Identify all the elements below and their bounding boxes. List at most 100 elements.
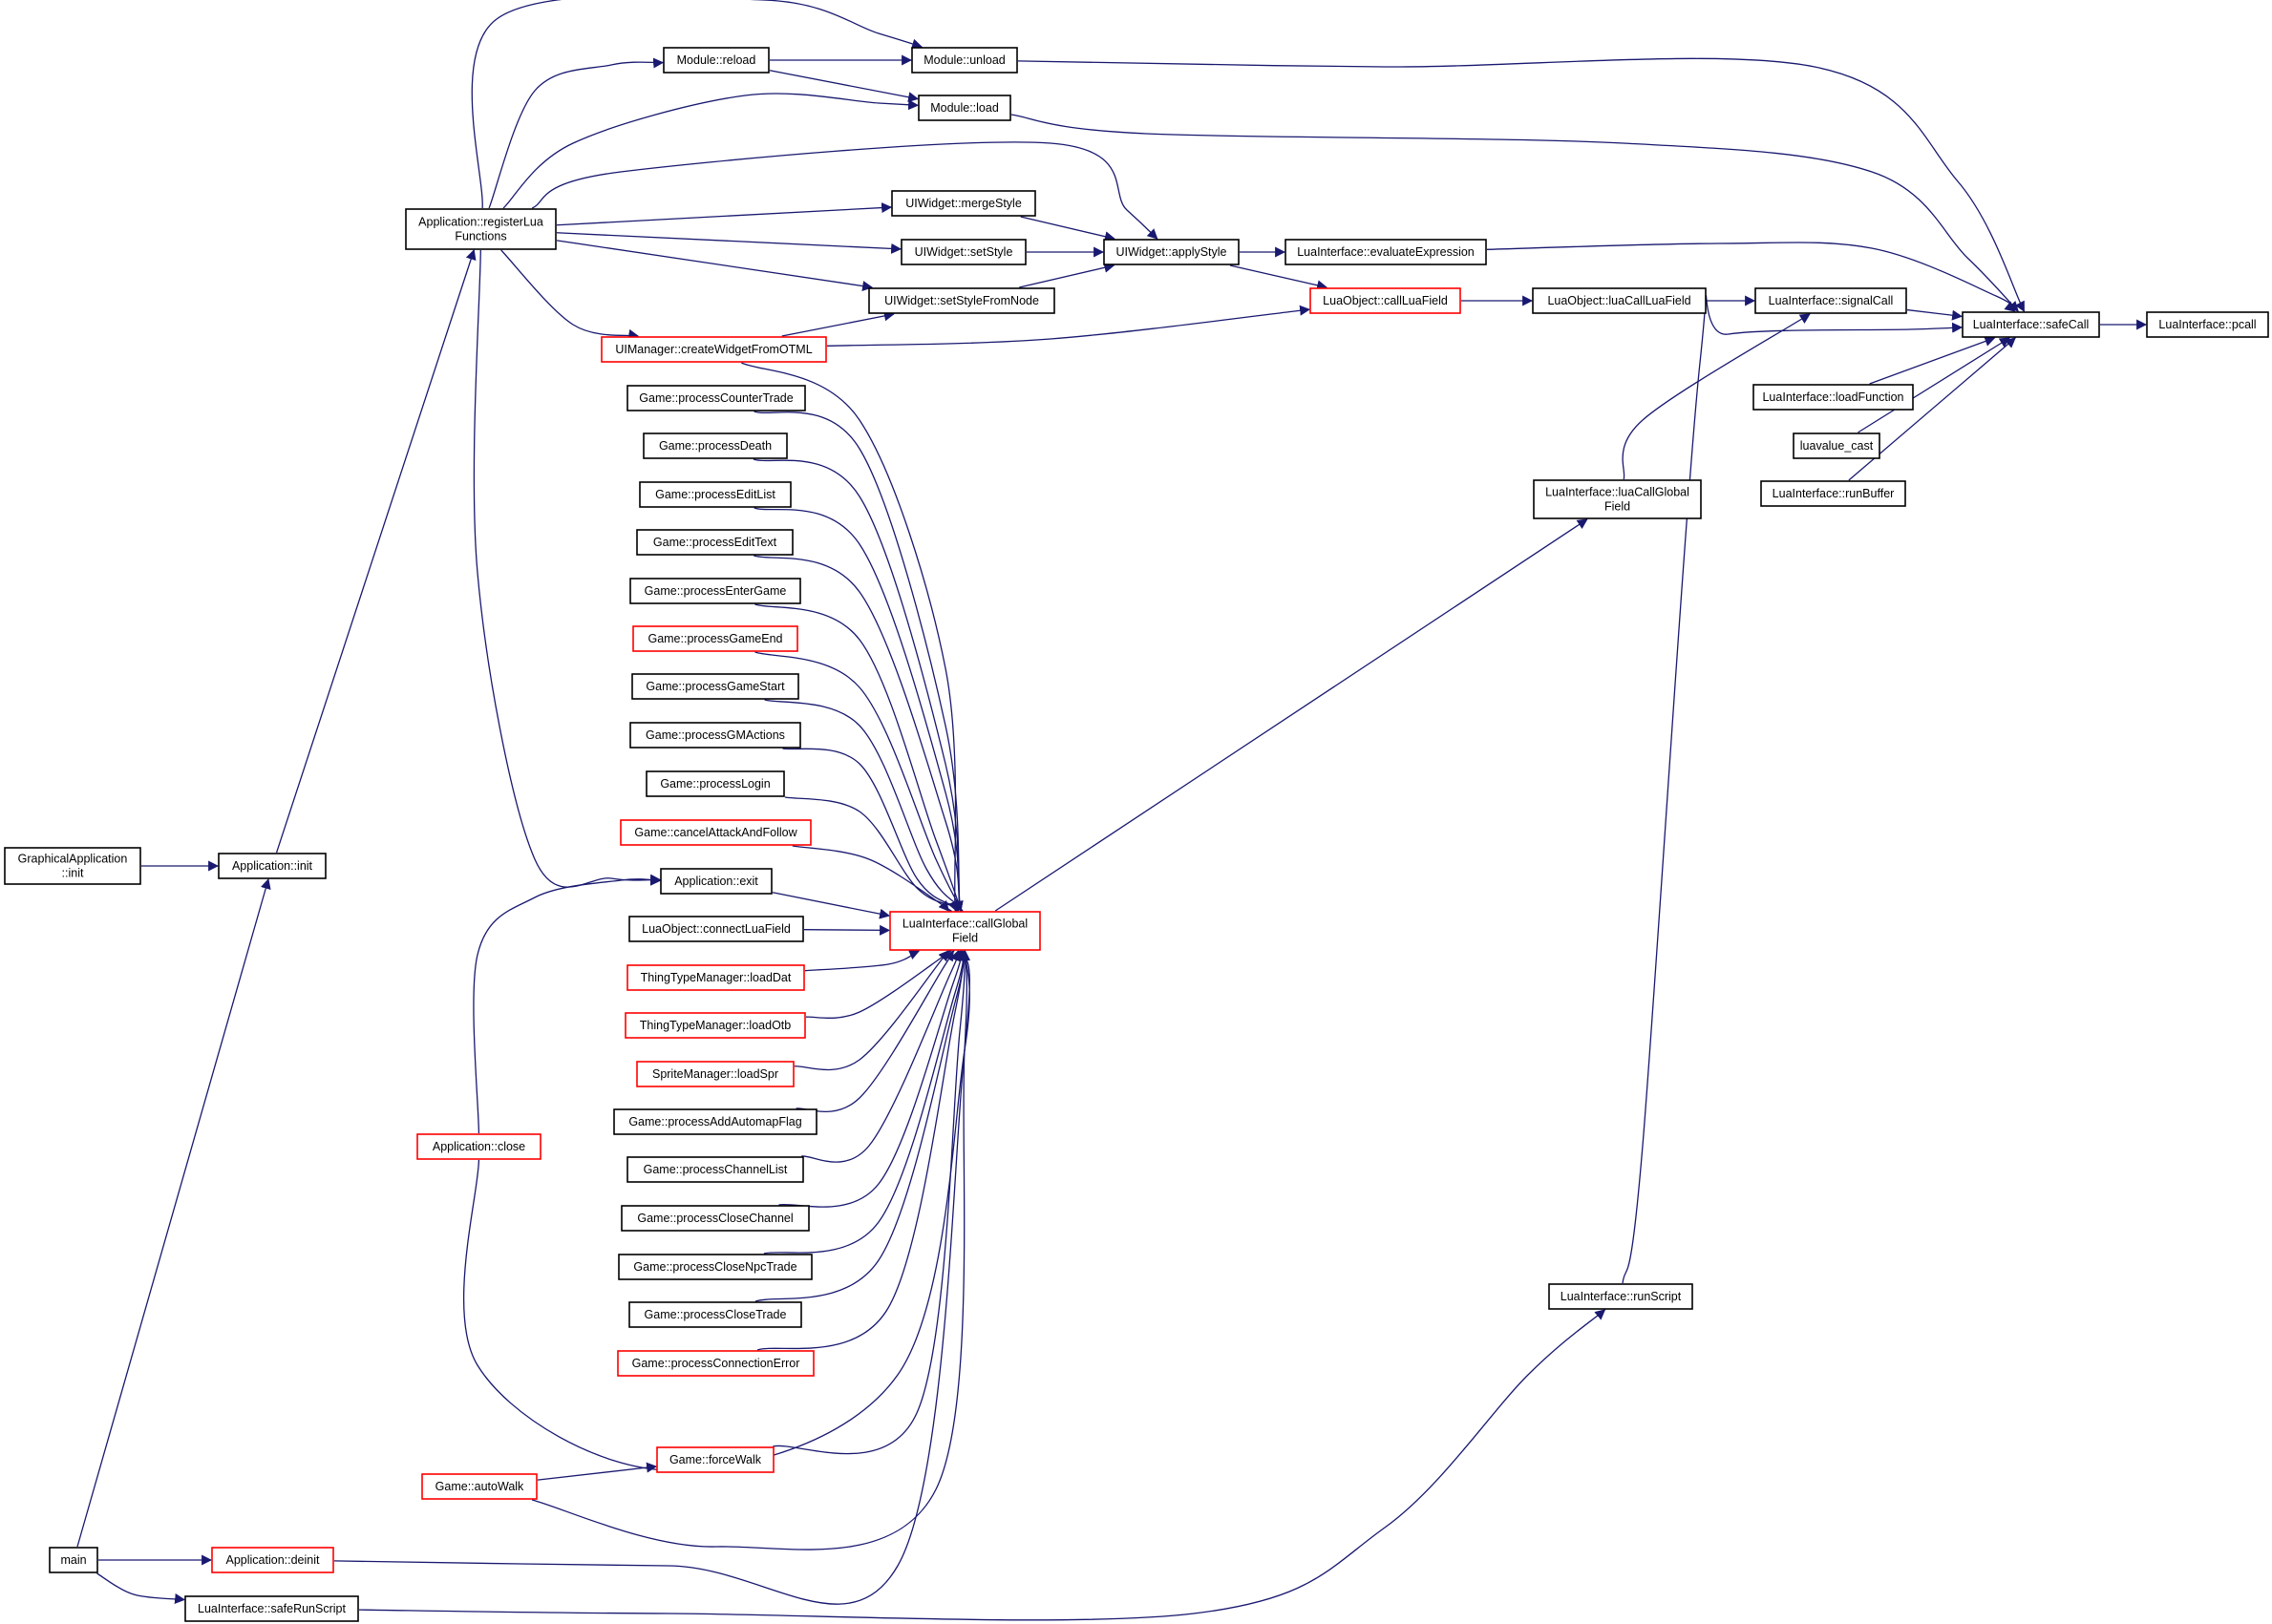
node-box-processCloseTrade[interactable] bbox=[628, 1301, 802, 1328]
node-loadOtb[interactable]: ThingTypeManager::loadOtb bbox=[625, 1012, 806, 1039]
node-appClose[interactable]: Application::close bbox=[416, 1133, 541, 1160]
node-appExit[interactable]: Application::exit bbox=[660, 868, 773, 895]
node-processCloseTrade[interactable]: Game::processCloseTrade bbox=[628, 1301, 802, 1328]
node-processGameEnd[interactable]: Game::processGameEnd bbox=[632, 625, 798, 652]
node-box-processConnectionError[interactable] bbox=[617, 1350, 815, 1377]
node-box-moduleReload[interactable] bbox=[663, 47, 770, 74]
node-processChannelList[interactable]: Game::processChannelList bbox=[626, 1156, 804, 1183]
node-processDeath[interactable]: Game::processDeath bbox=[643, 432, 788, 459]
node-mergeStyle[interactable]: UIWidget::mergeStyle bbox=[891, 190, 1036, 217]
node-box-setStyleFromNode[interactable] bbox=[868, 287, 1055, 314]
node-processLogin[interactable]: Game::processLogin bbox=[646, 770, 785, 797]
node-box-runBuffer[interactable] bbox=[1760, 480, 1906, 507]
node-callLuaField[interactable]: LuaObject::callLuaField bbox=[1309, 287, 1461, 314]
node-box-luavalue_cast[interactable] bbox=[1793, 432, 1880, 459]
node-box-connectLuaField[interactable] bbox=[628, 916, 804, 942]
node-box-loadDat[interactable] bbox=[626, 964, 805, 991]
node-box-evaluateExpression[interactable] bbox=[1285, 239, 1487, 265]
node-pcall[interactable]: LuaInterface::pcall bbox=[2146, 311, 2269, 338]
node-forceWalk[interactable]: Game::forceWalk bbox=[656, 1446, 775, 1473]
node-box-luaCallGlobalField[interactable] bbox=[1533, 479, 1702, 519]
node-applyStyle[interactable]: UIWidget::applyStyle bbox=[1103, 239, 1240, 265]
node-box-setStyle[interactable] bbox=[901, 239, 1027, 265]
node-box-signalCall[interactable] bbox=[1754, 287, 1907, 314]
node-box-processGameStart[interactable] bbox=[631, 673, 799, 700]
node-box-appInit[interactable] bbox=[218, 853, 327, 879]
node-luaCallLuaField[interactable]: LuaObject::luaCallLuaField bbox=[1532, 287, 1707, 314]
node-main[interactable]: main bbox=[49, 1547, 98, 1573]
node-box-appExit[interactable] bbox=[660, 868, 773, 895]
node-box-loadFunction[interactable] bbox=[1752, 384, 1914, 411]
node-box-safeCall[interactable] bbox=[1962, 311, 2100, 338]
node-processGMActions[interactable]: Game::processGMActions bbox=[629, 722, 801, 749]
node-processEnterGame[interactable]: Game::processEnterGame bbox=[629, 578, 801, 604]
node-box-forceWalk[interactable] bbox=[656, 1446, 775, 1473]
node-box-appClose[interactable] bbox=[416, 1133, 541, 1160]
node-box-loadOtb[interactable] bbox=[625, 1012, 806, 1039]
node-graphicalInit[interactable]: GraphicalApplication::init bbox=[4, 847, 141, 885]
node-box-processCloseChannel[interactable] bbox=[621, 1205, 810, 1232]
node-box-callGlobalField[interactable] bbox=[889, 911, 1041, 951]
node-signalCall[interactable]: LuaInterface::signalCall bbox=[1754, 287, 1907, 314]
node-box-moduleUnload[interactable] bbox=[911, 47, 1018, 74]
node-cancelAttackAndFollow[interactable]: Game::cancelAttackAndFollow bbox=[620, 819, 812, 846]
node-createWidgetFromOTML[interactable]: UIManager::createWidgetFromOTML bbox=[601, 336, 827, 363]
node-box-processLogin[interactable] bbox=[646, 770, 785, 797]
node-appDeinit[interactable]: Application::deinit bbox=[211, 1547, 334, 1573]
node-runScript[interactable]: LuaInterface::runScript bbox=[1548, 1283, 1693, 1310]
node-box-processChannelList[interactable] bbox=[626, 1156, 804, 1183]
node-runBuffer[interactable]: LuaInterface::runBuffer bbox=[1760, 480, 1906, 507]
node-box-processCounterTrade[interactable] bbox=[626, 385, 806, 411]
node-setStyleFromNode[interactable]: UIWidget::setStyleFromNode bbox=[868, 287, 1055, 314]
node-autoWalk[interactable]: Game::autoWalk bbox=[421, 1473, 538, 1500]
node-box-processDeath[interactable] bbox=[643, 432, 788, 459]
node-evaluateExpression[interactable]: LuaInterface::evaluateExpression bbox=[1285, 239, 1487, 265]
node-box-applyStyle[interactable] bbox=[1103, 239, 1240, 265]
node-box-safeRunScript[interactable] bbox=[184, 1595, 359, 1622]
node-box-main[interactable] bbox=[49, 1547, 98, 1573]
node-luavalue_cast[interactable]: luavalue_cast bbox=[1793, 432, 1880, 459]
node-processEditList[interactable]: Game::processEditList bbox=[639, 481, 792, 508]
node-box-processEditText[interactable] bbox=[636, 529, 794, 556]
node-box-registerLuaFunctions[interactable] bbox=[405, 208, 557, 250]
node-box-runScript[interactable] bbox=[1548, 1283, 1693, 1310]
node-processAddAutomapFlag[interactable]: Game::processAddAutomapFlag bbox=[613, 1108, 817, 1135]
node-box-luaCallLuaField[interactable] bbox=[1532, 287, 1707, 314]
node-box-processGMActions[interactable] bbox=[629, 722, 801, 749]
node-safeCall[interactable]: LuaInterface::safeCall bbox=[1962, 311, 2100, 338]
node-box-createWidgetFromOTML[interactable] bbox=[601, 336, 827, 363]
node-box-processAddAutomapFlag[interactable] bbox=[613, 1108, 817, 1135]
node-box-moduleLoad[interactable] bbox=[918, 95, 1011, 121]
node-box-processEnterGame[interactable] bbox=[629, 578, 801, 604]
node-box-pcall[interactable] bbox=[2146, 311, 2269, 338]
node-processCounterTrade[interactable]: Game::processCounterTrade bbox=[626, 385, 806, 411]
node-box-processEditList[interactable] bbox=[639, 481, 792, 508]
node-processCloseChannel[interactable]: Game::processCloseChannel bbox=[621, 1205, 810, 1232]
node-processEditText[interactable]: Game::processEditText bbox=[636, 529, 794, 556]
node-processGameStart[interactable]: Game::processGameStart bbox=[631, 673, 799, 700]
node-loadSpr[interactable]: SpriteManager::loadSpr bbox=[636, 1061, 795, 1087]
node-box-mergeStyle[interactable] bbox=[891, 190, 1036, 217]
node-moduleUnload[interactable]: Module::unload bbox=[911, 47, 1018, 74]
node-connectLuaField[interactable]: LuaObject::connectLuaField bbox=[628, 916, 804, 942]
node-box-graphicalInit[interactable] bbox=[4, 847, 141, 885]
node-box-cancelAttackAndFollow[interactable] bbox=[620, 819, 812, 846]
node-processCloseNpcTrade[interactable]: Game::processCloseNpcTrade bbox=[618, 1254, 813, 1280]
node-box-autoWalk[interactable] bbox=[421, 1473, 538, 1500]
node-box-loadSpr[interactable] bbox=[636, 1061, 795, 1087]
node-moduleLoad[interactable]: Module::load bbox=[918, 95, 1011, 121]
node-loadFunction[interactable]: LuaInterface::loadFunction bbox=[1752, 384, 1914, 411]
node-appInit[interactable]: Application::init bbox=[218, 853, 327, 879]
node-box-processGameEnd[interactable] bbox=[632, 625, 798, 652]
node-box-appDeinit[interactable] bbox=[211, 1547, 334, 1573]
node-box-callLuaField[interactable] bbox=[1309, 287, 1461, 314]
node-moduleReload[interactable]: Module::reload bbox=[663, 47, 770, 74]
node-safeRunScript[interactable]: LuaInterface::safeRunScript bbox=[184, 1595, 359, 1622]
node-box-processCloseNpcTrade[interactable] bbox=[618, 1254, 813, 1280]
node-processConnectionError[interactable]: Game::processConnectionError bbox=[617, 1350, 815, 1377]
node-loadDat[interactable]: ThingTypeManager::loadDat bbox=[626, 964, 805, 991]
node-setStyle[interactable]: UIWidget::setStyle bbox=[901, 239, 1027, 265]
